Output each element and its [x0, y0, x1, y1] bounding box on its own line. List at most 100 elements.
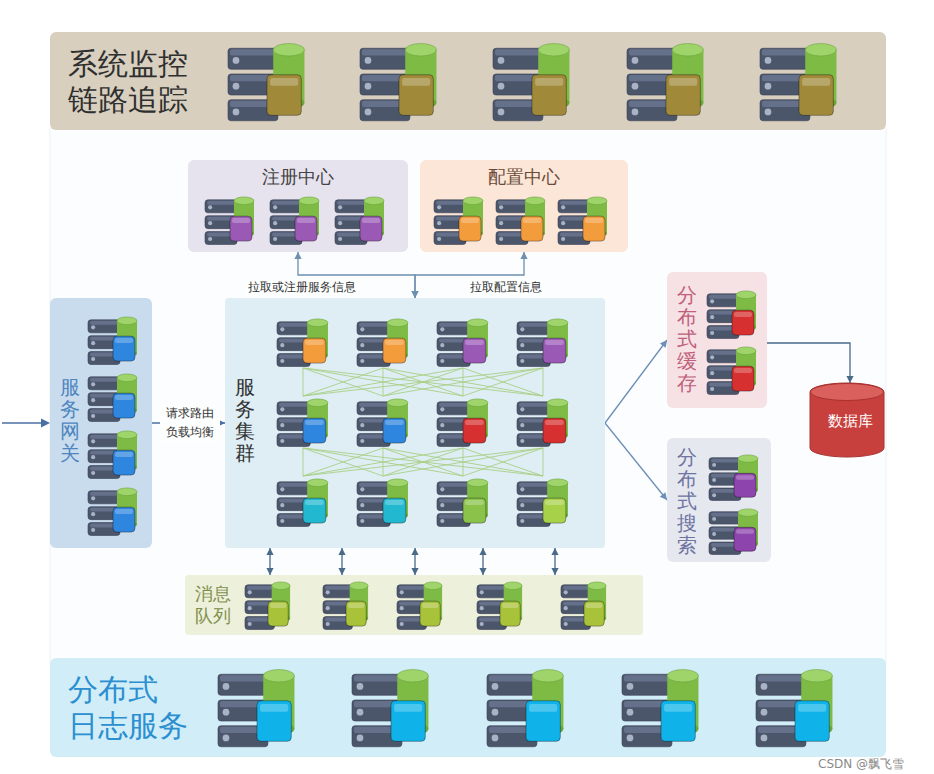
node-label: 分布式 日志服务: [68, 672, 200, 744]
rack-led: [437, 205, 441, 209]
cylinder-top: [736, 291, 756, 299]
rack-led: [360, 519, 364, 523]
arrowhead: [479, 548, 486, 555]
rack-led: [280, 343, 284, 347]
rack-led: [492, 709, 499, 716]
rack-led: [91, 512, 95, 516]
rack-unit: [357, 482, 390, 495]
rack-unit: [622, 674, 672, 695]
arrowhead: [266, 548, 273, 555]
rack-highlight: [762, 49, 808, 55]
service-cube: [463, 338, 486, 363]
rack-unit: [218, 674, 268, 695]
rack-led: [273, 237, 277, 241]
cylinder-top: [350, 582, 368, 590]
rack-highlight: [279, 483, 308, 487]
rack-led: [710, 371, 714, 375]
service-cube: [532, 75, 566, 116]
cluster-link: [303, 448, 463, 476]
cylinder-top: [736, 347, 756, 355]
rack-led: [440, 519, 444, 523]
cylinder-top: [532, 670, 563, 682]
rack-highlight: [359, 323, 388, 327]
rack-led: [248, 606, 252, 610]
rack-highlight: [709, 351, 737, 355]
server-icon: [228, 44, 304, 121]
rack-led: [520, 519, 524, 523]
server-icon: [88, 374, 137, 422]
rack-unit: [335, 200, 367, 213]
rack-led: [710, 299, 714, 303]
cylinder-top: [234, 197, 254, 205]
cube-highlight: [115, 509, 133, 514]
rack-led: [712, 517, 716, 521]
rack-led: [280, 439, 284, 443]
service-cube: [459, 216, 481, 241]
server-icon: [218, 670, 294, 747]
rack-unit: [277, 482, 310, 495]
service-cluster: 服务集群: [225, 298, 605, 548]
cube-highlight: [232, 218, 250, 223]
cube-highlight: [734, 368, 752, 373]
rack-led: [400, 622, 404, 626]
cube-highlight: [669, 78, 697, 86]
rack-unit: [88, 320, 120, 333]
rack-led: [208, 221, 212, 225]
rack-highlight: [711, 513, 739, 517]
server-icon: [277, 319, 328, 367]
service-cube: [113, 507, 135, 532]
rack-highlight: [519, 403, 548, 407]
cube-highlight: [270, 78, 298, 86]
cube-highlight: [529, 704, 557, 712]
rack-led: [91, 341, 95, 345]
rack-unit: [437, 322, 470, 335]
rack-unit: [558, 200, 590, 213]
rack-led: [632, 57, 639, 64]
rack-led: [91, 496, 95, 500]
cube-highlight: [348, 603, 365, 608]
rack-led: [280, 423, 284, 427]
server-icon: [558, 197, 607, 245]
rack-led: [338, 205, 342, 209]
server-icon: [496, 197, 545, 245]
database-cylinder: 数据库: [810, 383, 890, 457]
rack-led: [520, 343, 524, 347]
service-cube: [420, 601, 440, 626]
server-icon: [245, 582, 290, 630]
rack-unit: [561, 585, 590, 598]
rack-led: [233, 109, 240, 116]
rack-highlight: [279, 403, 308, 407]
rack-unit: [760, 48, 810, 69]
rack-led: [360, 327, 364, 331]
cube-highlight: [523, 218, 541, 223]
rack-led: [208, 205, 212, 209]
arrowhead: [266, 568, 273, 575]
registry-box: 注册中心: [188, 160, 408, 252]
arrowhead: [338, 568, 345, 575]
edge-label: 拉取或注册服务信息: [246, 279, 358, 296]
cylinder-top: [307, 479, 328, 487]
arrowhead: [846, 376, 853, 383]
rack-led: [357, 683, 364, 690]
server-icon: [360, 44, 436, 121]
rack-highlight: [354, 675, 400, 681]
rack-led: [208, 237, 212, 241]
cylinder-top: [263, 670, 294, 682]
arrowhead: [660, 340, 667, 348]
server-icon: [487, 670, 563, 747]
cluster-link: [463, 448, 543, 476]
connector-line: [605, 423, 667, 500]
rack-highlight: [337, 201, 365, 205]
cylinder-top: [587, 197, 607, 205]
rack-led: [91, 471, 95, 475]
rack-led: [492, 683, 499, 690]
service-cube: [543, 338, 566, 363]
rack-unit: [756, 674, 806, 695]
cube-highlight: [545, 340, 564, 345]
cylinder-top: [307, 399, 328, 407]
cube-highlight: [385, 340, 404, 345]
server-icon: [323, 582, 368, 630]
rack-led: [440, 423, 444, 427]
rack-led: [437, 221, 441, 225]
rack-highlight: [359, 483, 388, 487]
